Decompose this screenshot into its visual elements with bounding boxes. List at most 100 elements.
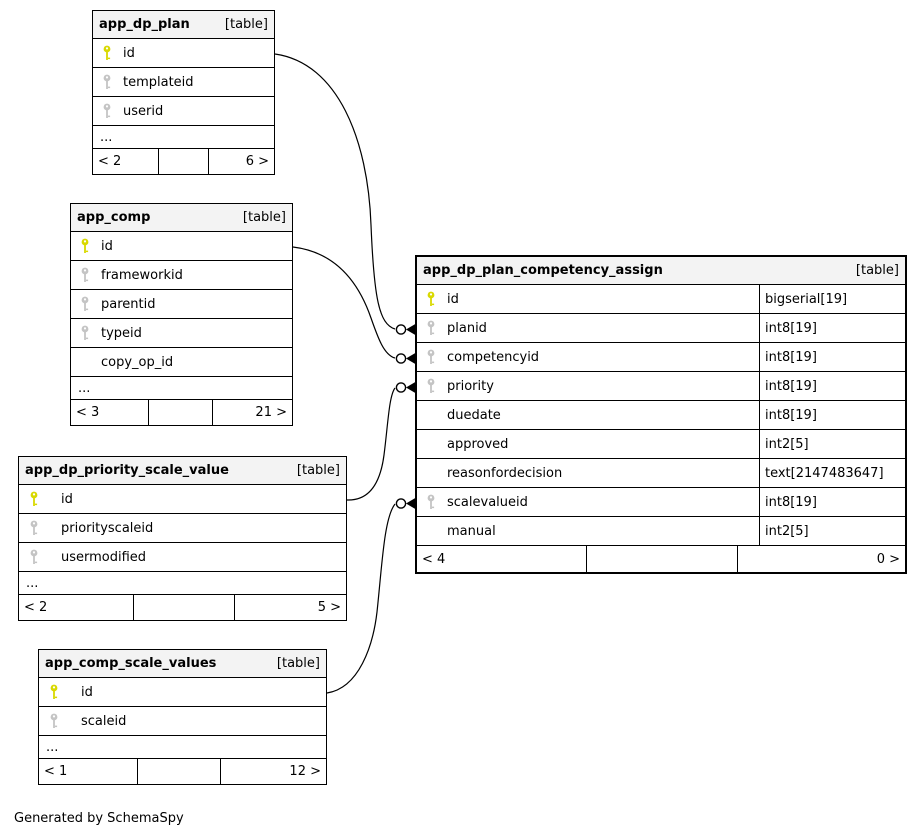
arrowhead-competencyid [406,352,417,365]
column-type: text[2147483647] [765,465,884,481]
more-columns-row: ... [71,377,292,400]
footer-children-count: 0 > [876,551,900,567]
column-type: int2[5] [765,523,809,539]
primary-key-icon [102,45,123,61]
column-row-id: id [39,678,326,707]
footer-middle-cell [159,149,209,174]
column-name: typeid [101,325,142,341]
column-name: scaleid [81,713,127,729]
column-row-duedate: duedate int8[19] [417,401,905,430]
column-type: int8[19] [765,320,817,336]
relationship-line-app_comp_scale_values-to-scalevalueid [326,503,396,694]
column-type: int8[19] [765,494,817,510]
table-type-badge: [table] [296,463,340,478]
primary-key-icon [426,291,447,307]
column-row-templateid: templateid [93,68,274,97]
footer-middle-cell [149,400,213,425]
column-row-id: id bigserial[19] [417,285,905,314]
more-columns-row: ... [19,572,346,595]
column-name: priority [447,378,494,394]
column-row-scaleid: scaleid [39,707,326,736]
arrowhead-priority [406,381,417,394]
table-header: app_dp_plan [table] [93,11,274,39]
table-app_dp_plan_competency_assign: app_dp_plan_competency_assign [table] id… [415,255,907,574]
column-type: int8[19] [765,407,817,423]
column-name: frameworkid [101,267,183,283]
table-header: app_dp_plan_competency_assign [table] [417,257,905,285]
table-app_dp_plan: app_dp_plan [table] id templateid userid… [92,10,275,175]
column-row-frameworkid: frameworkid [71,261,292,290]
footer-parents-count: < 2 [19,595,134,620]
ellipsis-label: ... [46,739,59,755]
column-name: userid [123,103,164,119]
foreign-key-icon [80,296,101,312]
column-row-typeid: typeid [71,319,292,348]
table-type-badge: [table] [855,263,899,278]
table-title[interactable]: app_dp_plan [99,17,190,32]
column-type: int8[19] [765,378,817,394]
footer-children-count: 6 > [245,154,269,169]
table-header: app_dp_priority_scale_value [table] [19,457,346,485]
column-name: parentid [101,296,156,312]
zero-or-one-circle-planid [395,324,407,335]
column-row-priority: priority int8[19] [417,372,905,401]
column-name: id [101,238,113,254]
table-title[interactable]: app_dp_priority_scale_value [25,463,229,478]
column-name: planid [447,320,487,336]
column-type: bigserial[19] [765,291,848,307]
foreign-key-icon [80,267,101,283]
table-footer: < 2 5 > [19,595,346,620]
ellipsis-label: ... [100,129,113,145]
column-name: priorityscaleid [61,520,154,536]
primary-key-icon [49,684,81,700]
column-row-approved: approved int2[5] [417,430,905,459]
column-name: copy_op_id [101,354,174,370]
table-footer: < 2 6 > [93,149,274,174]
column-name: manual [447,523,496,539]
footer-parents-count: < 2 [93,149,159,174]
zero-or-one-circle-scalevalueid [395,498,407,509]
footer-middle-cell [587,546,738,572]
table-footer: < 3 21 > [71,400,292,425]
table-title[interactable]: app_dp_plan_competency_assign [423,263,663,278]
relationship-line-app_comp-to-competencyid [292,246,396,359]
ellipsis-label: ... [78,380,91,396]
footer-children-count: 12 > [289,764,321,779]
table-app_dp_priority_scale_value: app_dp_priority_scale_value [table] id p… [18,456,347,621]
column-name: reasonfordecision [447,465,563,481]
more-columns-row: ... [93,126,274,149]
column-type: int2[5] [765,436,809,452]
arrowhead-scalevalueid [406,497,417,510]
table-type-badge: [table] [242,210,286,225]
ellipsis-label: ... [26,575,39,591]
table-app_comp: app_comp [table] id frameworkid parentid… [70,203,293,426]
arrowhead-planid [406,323,417,336]
table-title[interactable]: app_comp_scale_values [45,656,217,671]
column-name: id [447,291,459,307]
column-row-manual: manual int2[5] [417,517,905,546]
table-footer: < 1 12 > [39,759,326,784]
zero-or-one-circle-priority [395,382,407,393]
table-header: app_comp_scale_values [table] [39,650,326,678]
foreign-key-icon [426,349,447,365]
relationship-line-app_dp_priority_scale_value-to-priority [346,387,396,501]
column-row-usermodified: usermodified [19,543,346,572]
column-name: id [81,684,93,700]
column-row-scalevalueid: scalevalueid int8[19] [417,488,905,517]
primary-key-icon [80,238,101,254]
column-row-planid: planid int8[19] [417,314,905,343]
table-footer: < 4 0 > [417,546,905,572]
foreign-key-icon [102,103,123,119]
relationship-line-app_dp_plan-to-planid [274,53,396,330]
foreign-key-icon [426,494,447,510]
foreign-key-icon [426,320,447,336]
column-row-id: id [93,39,274,68]
table-title[interactable]: app_comp [77,210,151,225]
column-type: int8[19] [765,349,817,365]
column-name: scalevalueid [447,494,528,510]
table-type-badge: [table] [276,656,320,671]
column-row-copy_op_id: copy_op_id [71,348,292,377]
column-name: id [61,491,73,507]
footer-children-count: 5 > [317,600,341,615]
